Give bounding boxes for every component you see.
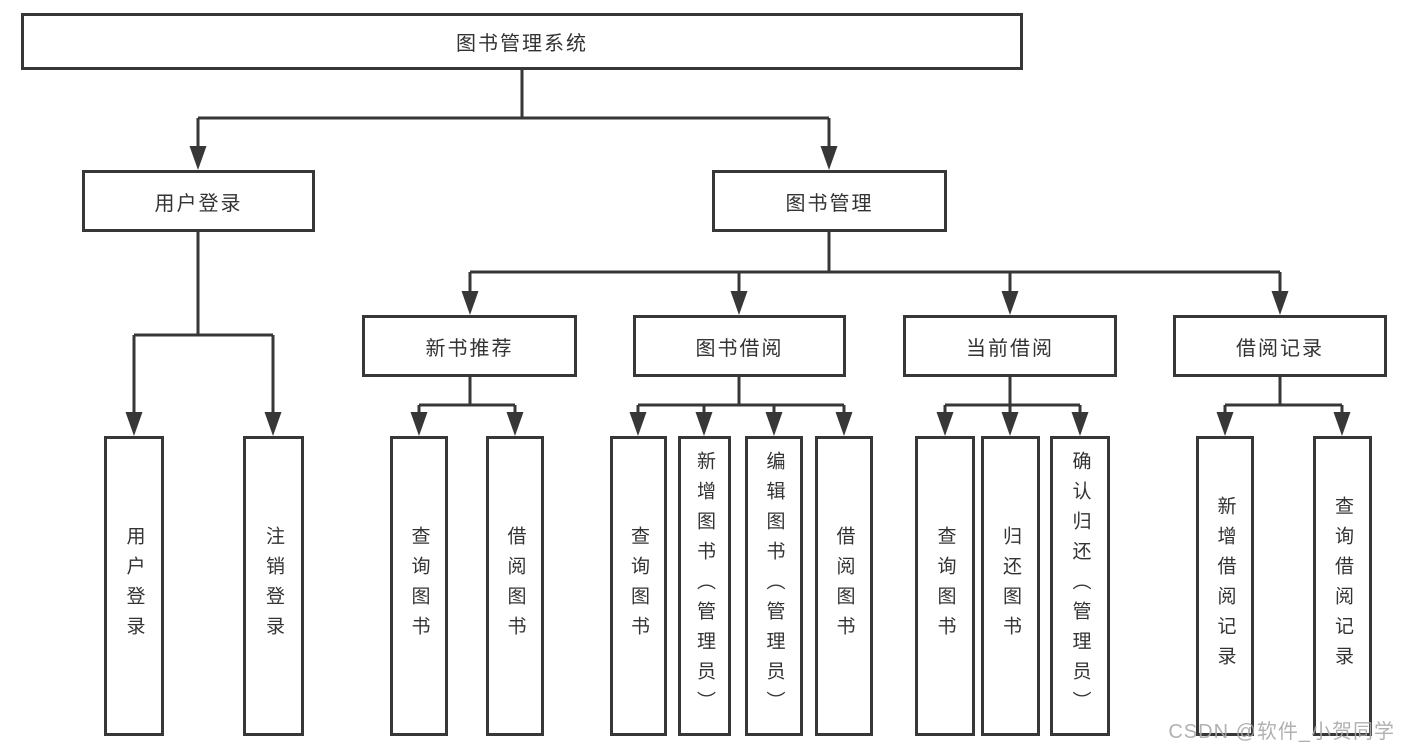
leaf-query-borrow-record: 查询借阅记录 xyxy=(1313,436,1372,736)
leaf-edit-books-admin: 编辑图书（管理员） xyxy=(745,436,803,736)
leaf-query-books-borrow: 查询图书 xyxy=(610,436,667,736)
node-borrow-records: 借阅记录 xyxy=(1173,315,1387,377)
edge-current-borrow-to-leaves xyxy=(936,377,1089,436)
csdn-watermark: CSDN @软件_小贺同学 xyxy=(1168,721,1395,743)
leaf-return-books: 归还图书 xyxy=(981,436,1040,736)
edge-book-borrow-to-leaves xyxy=(629,377,853,436)
leaf-user-login: 用户登录 xyxy=(104,436,164,736)
leaf-logout: 注销登录 xyxy=(243,436,304,736)
node-user-login: 用户登录 xyxy=(82,170,315,232)
leaf-confirm-return-admin: 确认归还（管理员） xyxy=(1050,436,1110,736)
edge-root-to-level2 xyxy=(189,70,838,170)
edge-borrow-records-to-leaves xyxy=(1216,377,1351,436)
edge-book-mgmt-to-level3 xyxy=(461,232,1289,315)
node-current-borrow: 当前借阅 xyxy=(903,315,1117,377)
leaf-add-borrow-record: 新增借阅记录 xyxy=(1196,436,1254,736)
leaf-add-books-admin: 新增图书（管理员） xyxy=(678,436,731,736)
leaf-borrow-books: 借阅图书 xyxy=(815,436,873,736)
leaf-borrow-books-recommend: 借阅图书 xyxy=(486,436,544,736)
node-new-book-recommend: 新书推荐 xyxy=(362,315,577,377)
node-book-management: 图书管理 xyxy=(712,170,947,232)
leaf-query-books-current: 查询图书 xyxy=(915,436,975,736)
node-book-borrow: 图书借阅 xyxy=(633,315,846,377)
edge-user-login-to-leaves xyxy=(125,232,282,436)
node-root-library-system: 图书管理系统 xyxy=(21,13,1023,70)
edge-new-books-to-leaves xyxy=(410,377,524,436)
leaf-query-books-recommend: 查询图书 xyxy=(390,436,448,736)
